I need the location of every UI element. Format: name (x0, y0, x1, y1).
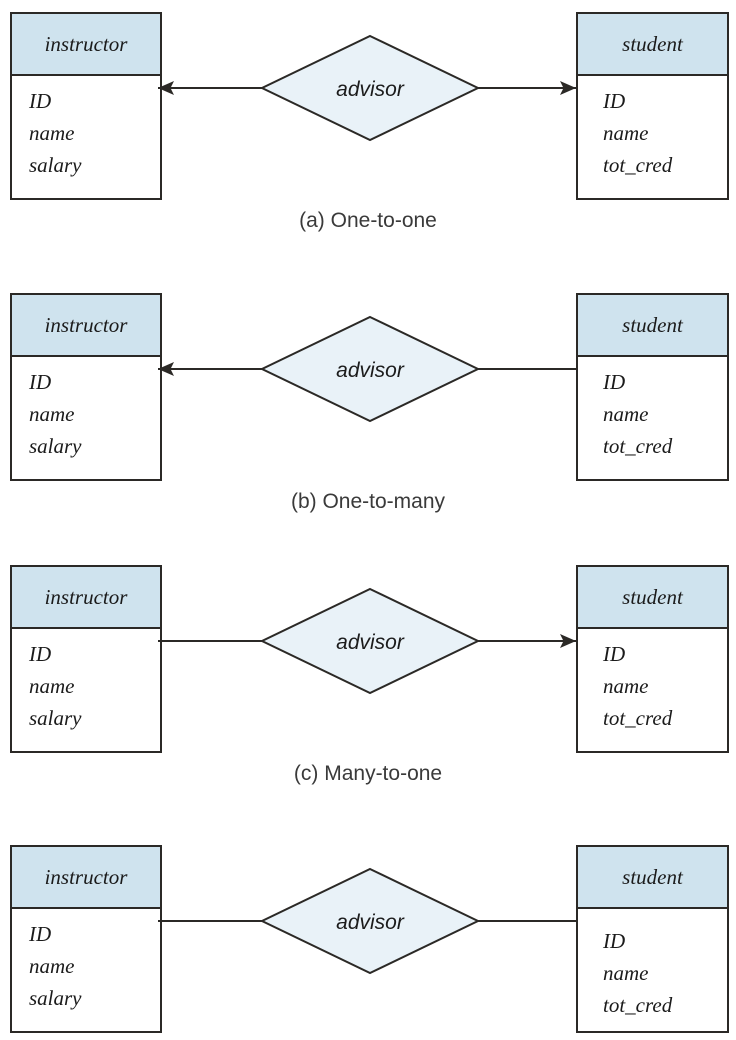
entity-instructor: instructor ID name salary (10, 565, 162, 753)
attribute-salary: salary (29, 153, 82, 177)
attribute-name: name (29, 954, 75, 978)
entity-instructor-title: instructor (12, 567, 160, 629)
relationship-diamond-icon (259, 587, 481, 695)
entity-instructor: instructor ID name salary (10, 293, 162, 481)
panel-caption: (a) One-to-one (299, 209, 437, 232)
relationship-label: advisor (336, 631, 405, 654)
relationship-connector: advisor (158, 867, 576, 975)
entity-instructor: instructor ID name salary (10, 12, 162, 200)
attribute-tot-cred: tot_cred (603, 153, 673, 177)
relationship-connector: advisor (158, 34, 576, 142)
relationship-label: advisor (336, 78, 405, 101)
entity-instructor-attributes: ID name salary (12, 357, 160, 462)
attribute-name: name (29, 121, 75, 145)
relationship-label: advisor (336, 911, 405, 934)
attribute-name: name (29, 402, 75, 426)
entity-student: student ID name tot_cred (576, 12, 729, 200)
entity-student-attributes: ID name tot_cred (578, 629, 727, 734)
attribute-id: ID (29, 89, 52, 113)
entity-instructor: instructor ID name salary (10, 845, 162, 1033)
attribute-name: name (603, 674, 649, 698)
attribute-tot-cred: tot_cred (603, 434, 673, 458)
attribute-name: name (29, 674, 75, 698)
attribute-tot-cred: tot_cred (603, 706, 673, 730)
attribute-salary: salary (29, 706, 82, 730)
attribute-id: ID (603, 929, 626, 953)
attribute-salary: salary (29, 986, 82, 1010)
relationship-diamond-icon (259, 867, 481, 975)
panel-many-to-many: instructor ID name salary advisor studen… (0, 845, 736, 1040)
relationship-connector: advisor (158, 587, 576, 695)
entity-instructor-attributes: ID name salary (12, 76, 160, 181)
entity-student-title: student (578, 567, 727, 629)
arrowhead-to-student-icon (560, 81, 576, 95)
entity-instructor-attributes: ID name salary (12, 629, 160, 734)
arrowhead-to-instructor-icon (158, 81, 174, 95)
arrowhead-to-student-icon (560, 634, 576, 648)
panel-caption: (b) One-to-many (290, 490, 446, 513)
entity-instructor-title: instructor (12, 14, 160, 76)
entity-instructor-attributes: ID name salary (12, 909, 160, 1014)
entity-student-attributes: ID name tot_cred (578, 909, 727, 1021)
attribute-name: name (603, 402, 649, 426)
entity-instructor-title: instructor (12, 847, 160, 909)
entity-student-attributes: ID name tot_cred (578, 76, 727, 181)
attribute-id: ID (603, 370, 626, 394)
entity-student-title: student (578, 295, 727, 357)
entity-student-title: student (578, 847, 727, 909)
panel-one-to-many: instructor ID name salary advisor studen… (0, 293, 736, 576)
relationship-connector: advisor (158, 315, 576, 423)
attribute-id: ID (29, 922, 52, 946)
entity-student: student ID name tot_cred (576, 293, 729, 481)
attribute-name: name (603, 121, 649, 145)
entity-student-attributes: ID name tot_cred (578, 357, 727, 462)
attribute-tot-cred: tot_cred (603, 993, 673, 1017)
entity-student: student ID name tot_cred (576, 565, 729, 753)
arrowhead-to-instructor-icon (158, 362, 174, 376)
attribute-id: ID (29, 370, 52, 394)
attribute-name: name (603, 961, 649, 985)
relationship-label: advisor (336, 359, 405, 382)
entity-student: student ID name tot_cred (576, 845, 729, 1033)
entity-student-title: student (578, 14, 727, 76)
panel-caption: (c) Many-to-one (293, 762, 443, 785)
attribute-id: ID (29, 642, 52, 666)
relationship-diamond-icon (259, 315, 481, 423)
attribute-id: ID (603, 642, 626, 666)
attribute-salary: salary (29, 434, 82, 458)
panel-one-to-one: instructor ID name salary advisor studen… (0, 12, 736, 295)
relationship-diamond-icon (259, 34, 481, 142)
attribute-id: ID (603, 89, 626, 113)
panel-many-to-one: instructor ID name salary advisor studen… (0, 565, 736, 848)
entity-instructor-title: instructor (12, 295, 160, 357)
